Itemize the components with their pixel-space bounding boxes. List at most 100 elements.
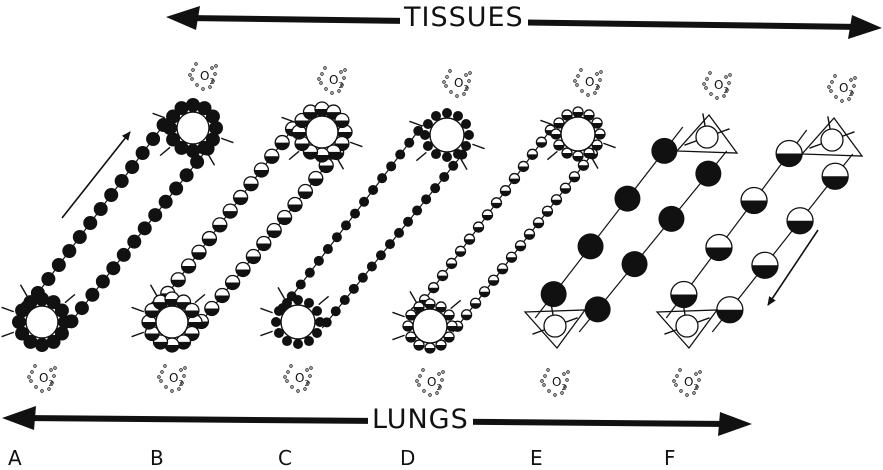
oxygenated-cell	[420, 130, 430, 140]
oxygenated-cell	[430, 183, 440, 193]
oxygenated-cell	[403, 217, 413, 227]
oxygenated-cell	[394, 228, 404, 238]
half-oxygenated-cell	[403, 321, 413, 331]
half-oxygenated-cell	[171, 273, 185, 287]
half-oxygenated-cell	[234, 190, 248, 204]
tissue-capillary	[821, 129, 843, 151]
oxygenated-cell	[386, 161, 396, 171]
half-oxygenated-cell	[516, 241, 526, 251]
half-oxygenated-cell	[278, 211, 292, 225]
half-oxygenated-cell	[265, 149, 279, 163]
oxygen-source: O2	[828, 75, 857, 103]
tissue-capillary	[430, 118, 464, 152]
oxygenated-cell	[146, 132, 160, 146]
half-oxygenated-cell	[533, 218, 543, 228]
oxygenated-cell	[104, 188, 118, 202]
oxygenated-cell	[377, 173, 387, 183]
oxygenated-cell	[106, 261, 120, 275]
half-oxygenated-cell	[787, 208, 813, 234]
half-oxygenated-cell	[491, 198, 501, 208]
oxygenated-cell	[421, 194, 431, 204]
half-oxygenated-cell	[507, 252, 517, 262]
oxygenated-cell	[293, 295, 303, 305]
oxygen-source: O2	[574, 69, 603, 97]
oxygenated-cell	[367, 261, 377, 271]
half-oxygenated-cell	[752, 252, 778, 278]
oxygenated-cell	[159, 195, 173, 209]
half-oxygenated-cell	[569, 172, 579, 182]
svg-text:O2: O2	[169, 371, 184, 388]
oxygenated-cell	[412, 206, 422, 216]
oxygenated-cell	[358, 273, 368, 283]
oxygenated-cell	[541, 281, 567, 307]
half-oxygenated-cell	[500, 186, 510, 196]
oxygenated-cell	[305, 268, 315, 278]
oxygenated-cell	[614, 186, 640, 212]
oxygenated-cell	[585, 296, 611, 322]
oxygen-source: O2	[318, 67, 347, 95]
half-oxygenated-cell	[776, 141, 802, 167]
oxygenated-cell	[350, 209, 360, 219]
half-oxygenated-cell	[254, 163, 268, 177]
oxygenated-cell	[52, 258, 66, 272]
oxygenated-cell	[315, 317, 325, 327]
lung-capillary	[413, 309, 447, 343]
svg-text:O2: O2	[585, 75, 600, 92]
half-oxygenated-cell	[482, 210, 492, 220]
oxygenated-cell	[41, 272, 55, 286]
oxygenated-cell	[404, 138, 414, 148]
oxygenated-cell	[62, 244, 76, 258]
oxygenated-cell	[658, 206, 684, 232]
half-oxygenated-cell	[447, 321, 457, 331]
oxygenated-cell	[349, 284, 359, 294]
half-oxygenated-cell	[551, 129, 561, 139]
column-label-e: E	[530, 447, 544, 469]
oxygenated-cell	[180, 168, 194, 182]
half-oxygenated-cell	[706, 235, 732, 261]
svg-text:O2: O2	[454, 76, 469, 93]
half-oxygenated-cell	[425, 299, 435, 309]
half-oxygenated-cell	[462, 310, 472, 320]
half-oxygenated-cell	[456, 246, 466, 256]
oxygenated-cell	[271, 317, 281, 327]
tissue-capillary	[561, 117, 595, 151]
tissues-label: TISSUES	[400, 3, 528, 33]
half-oxygenated-cell	[578, 160, 588, 170]
oxygenated-cell	[331, 306, 341, 316]
oxygenated-cell	[75, 301, 89, 315]
oxygenated-cell	[314, 256, 324, 266]
oxygen-source: O2	[189, 63, 218, 91]
half-oxygenated-cell	[309, 172, 323, 186]
half-oxygenated-cell	[213, 218, 227, 232]
oxygenated-cell	[385, 239, 395, 249]
oxygen-source: O2	[541, 369, 570, 397]
svg-text:O2: O2	[552, 375, 567, 392]
column-label-c: C	[278, 447, 293, 469]
oxygenated-cell	[695, 161, 721, 187]
half-oxygenated-cell	[236, 263, 250, 277]
oxygenated-cell	[117, 248, 131, 262]
oxygenated-cell	[442, 108, 452, 118]
oxygen-source: O2	[28, 365, 57, 393]
oxygenated-cell	[341, 220, 351, 230]
half-oxygenated-cell	[595, 129, 605, 139]
lung-capillary	[676, 315, 698, 337]
half-oxygenated-cell	[425, 343, 435, 353]
svg-text:O2: O2	[200, 69, 215, 86]
oxygen-source: O2	[284, 365, 313, 393]
lungs-label: LUNGS	[368, 405, 473, 435]
lung-capillary	[156, 306, 188, 338]
lung-capillary	[281, 305, 315, 339]
half-oxygenated-cell	[527, 149, 537, 159]
half-oxygenated-cell	[498, 264, 508, 274]
half-oxygenated-cell	[192, 245, 206, 259]
half-oxygenated-cell	[447, 258, 457, 268]
half-oxygenated-cell	[509, 174, 519, 184]
tissue-capillary	[306, 116, 338, 148]
half-oxygenated-cell	[489, 275, 499, 285]
oxygenated-cell	[296, 279, 306, 289]
oxygenated-cell	[359, 197, 369, 207]
